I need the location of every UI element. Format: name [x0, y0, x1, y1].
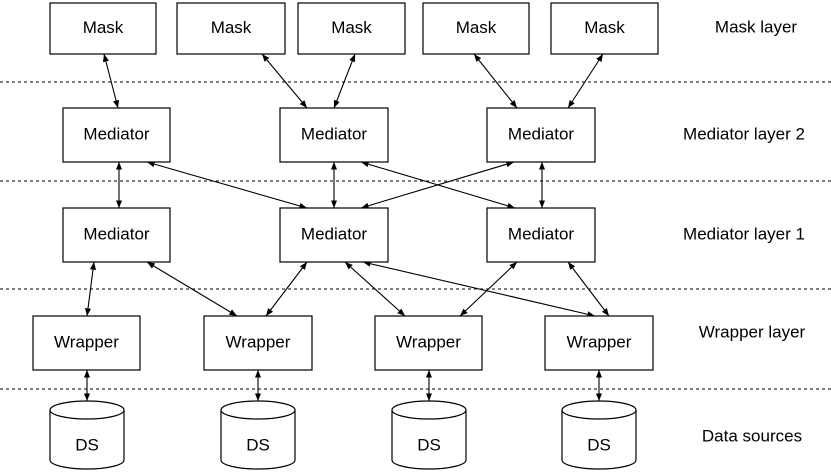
mask-node-4-label: Mask — [456, 18, 497, 37]
wrapper-node-4: Wrapper — [544, 315, 654, 371]
mediator1-node-2: Mediator — [279, 207, 389, 263]
edge-mask4-med2c — [473, 53, 518, 109]
layer-label-mediator1: Mediator layer 1 — [683, 224, 805, 243]
edge-med1a-wrap1 — [84, 261, 97, 317]
edge-med2c-med1b — [360, 161, 515, 209]
wrapper-node-3-label: Wrapper — [396, 332, 461, 351]
wrapper-node-3: Wrapper — [374, 315, 483, 371]
wrapper-node-1: Wrapper — [32, 315, 141, 371]
edge-med1c-wrap3 — [459, 261, 518, 317]
layer-label-wrapper: Wrapper layer — [699, 322, 806, 341]
datasource-4: DS — [561, 400, 637, 470]
mediator2-node-2: Mediator — [279, 107, 389, 163]
datasource-3-label: DS — [417, 435, 441, 454]
edge-mask1-med2a — [102, 53, 120, 109]
mediator1-node-1-label: Mediator — [83, 224, 149, 243]
wrapper-node-2: Wrapper — [203, 315, 313, 371]
mask-node-5-label: Mask — [584, 18, 625, 37]
mask-node-1: Mask — [49, 2, 157, 55]
mediator1-node-1: Mediator — [62, 207, 171, 263]
mediator1-node-2-label: Mediator — [301, 224, 367, 243]
mask-node-4: Mask — [422, 2, 530, 55]
edges — [83, 53, 610, 401]
mediator2-node-2-label: Mediator — [301, 124, 367, 143]
mediator2-node-1: Mediator — [62, 107, 171, 163]
datasource-1-label: DS — [75, 435, 99, 454]
layer-label-mediator2: Mediator layer 2 — [683, 124, 805, 143]
wrapper-node-1-label: Wrapper — [54, 332, 119, 351]
layer-label-mask: Mask layer — [715, 17, 798, 36]
mask-node-5: Mask — [550, 2, 659, 55]
edge-med2a-med1b — [146, 161, 308, 209]
datasource-1: DS — [49, 400, 125, 470]
wrapper-node-4-label: Wrapper — [567, 332, 632, 351]
edge-med1c-wrap4 — [567, 261, 610, 317]
mediator1-node-3-label: Mediator — [508, 224, 574, 243]
mask-node-3: Mask — [297, 2, 406, 55]
datasource-2-label: DS — [246, 435, 270, 454]
mask-node-2: Mask — [176, 2, 286, 55]
datasource-4-label: DS — [587, 435, 611, 454]
mask-node-2-label: Mask — [211, 18, 252, 37]
edge-med1a-wrap2 — [146, 261, 238, 317]
mask-node-3-label: Mask — [331, 18, 372, 37]
mediator2-node-3: Mediator — [486, 107, 596, 163]
wrapper-node-2-label: Wrapper — [226, 332, 291, 351]
edge-mask5-med2c — [567, 53, 604, 109]
mask-node-1-label: Mask — [83, 18, 124, 37]
edge-med1b-wrap2 — [265, 261, 308, 317]
mediator1-node-3: Mediator — [486, 207, 596, 263]
datasource-2: DS — [220, 400, 296, 470]
datasource-3: DS — [391, 400, 467, 470]
edge-mask3-med2b — [333, 53, 356, 109]
edge-mask2-med2b — [261, 53, 308, 109]
layer-label-sources: Data sources — [702, 426, 802, 445]
mediator2-node-3-label: Mediator — [508, 124, 574, 143]
mediator2-node-1-label: Mediator — [83, 124, 149, 143]
